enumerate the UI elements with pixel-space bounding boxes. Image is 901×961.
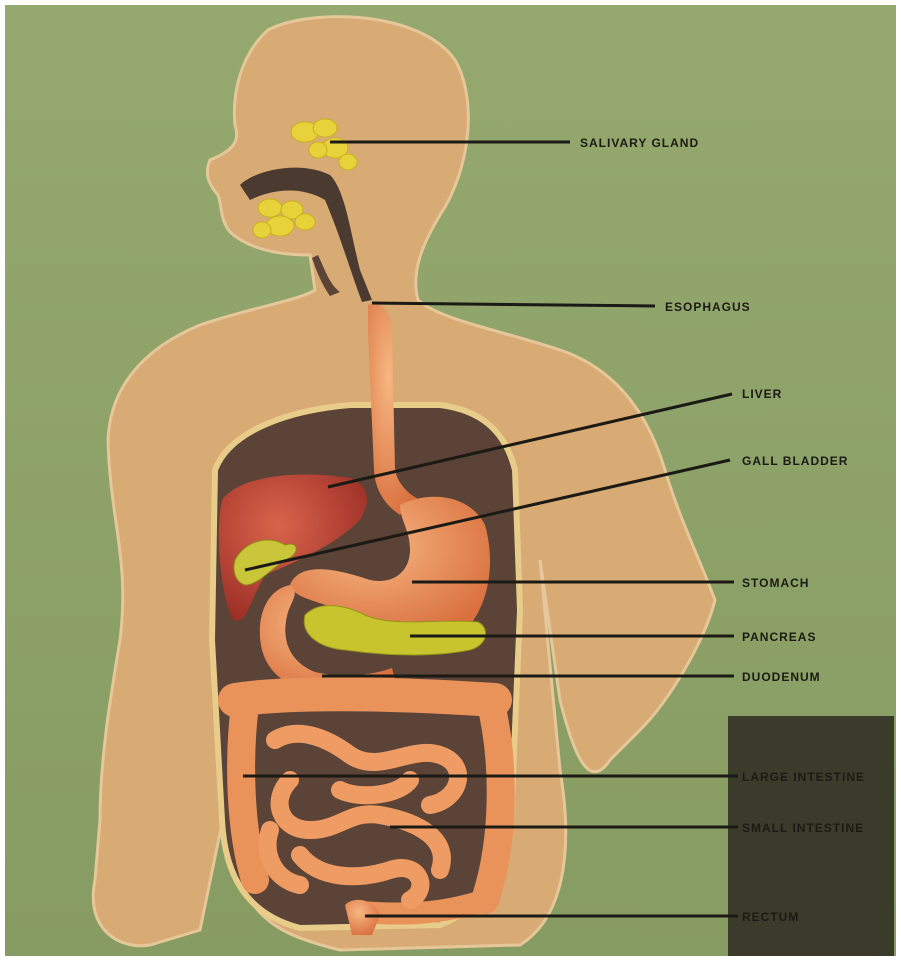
label-large-intestine: LARGE INTESTINE (742, 770, 865, 784)
label-gall-bladder: GALL BLADDER (742, 454, 848, 468)
label-salivary-gland: SALIVARY GLAND (580, 136, 699, 150)
label-esophagus: ESOPHAGUS (665, 300, 751, 314)
label-pancreas: PANCREAS (742, 630, 816, 644)
label-duodenum: DUODENUM (742, 670, 821, 684)
label-liver: LIVER (742, 387, 782, 401)
label-stomach: STOMACH (742, 576, 809, 590)
label-small-intestine: SMALL INTESTINE (742, 821, 864, 835)
label-rectum: RECTUM (742, 910, 799, 924)
